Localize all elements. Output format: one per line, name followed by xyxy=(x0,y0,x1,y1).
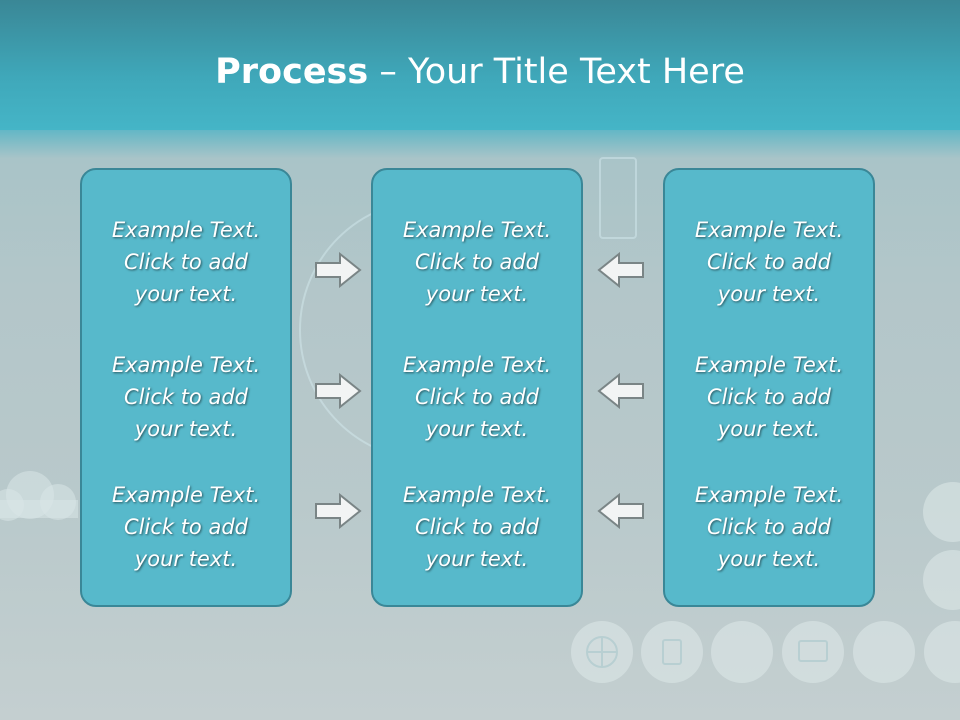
process-box-left[interactable]: Example Text. Click to add your text. Ex… xyxy=(80,168,292,607)
tablet-icon xyxy=(641,621,703,683)
right-arrow-icon xyxy=(315,373,362,409)
monitor-icon xyxy=(782,621,844,683)
books-icon xyxy=(711,621,773,683)
right-arrow-icon xyxy=(315,252,362,288)
text-item[interactable]: Example Text. Click to add your text. xyxy=(111,483,261,571)
left-arrow-icon xyxy=(597,493,644,529)
right-arrow-icon xyxy=(315,493,362,529)
title-rest: – Your Title Text Here xyxy=(368,52,745,92)
process-box-right[interactable]: Example Text. Click to add your text. Ex… xyxy=(663,168,875,607)
slide-title[interactable]: Process – Your Title Text Here xyxy=(0,52,960,92)
text-item[interactable]: Example Text. Click to add your text. xyxy=(111,218,261,306)
title-bold: Process xyxy=(215,52,369,92)
text-item[interactable]: Example Text. Click to add your text. xyxy=(402,218,552,306)
left-arrow-icon xyxy=(597,252,644,288)
left-arrow-icon xyxy=(597,373,644,409)
cloud-icon xyxy=(0,471,78,521)
title-band xyxy=(0,0,960,130)
text-item[interactable]: Example Text. Click to add your text. xyxy=(402,483,552,571)
text-item[interactable]: Example Text. Click to add your text. xyxy=(694,483,844,571)
text-item[interactable]: Example Text. Click to add your text. xyxy=(111,353,261,441)
text-item[interactable]: Example Text. Click to add your text. xyxy=(694,218,844,306)
text-item[interactable]: Example Text. Click to add your text. xyxy=(402,353,552,441)
text-item[interactable]: Example Text. Click to add your text. xyxy=(694,353,844,441)
process-box-center[interactable]: Example Text. Click to add your text. Ex… xyxy=(371,168,583,607)
